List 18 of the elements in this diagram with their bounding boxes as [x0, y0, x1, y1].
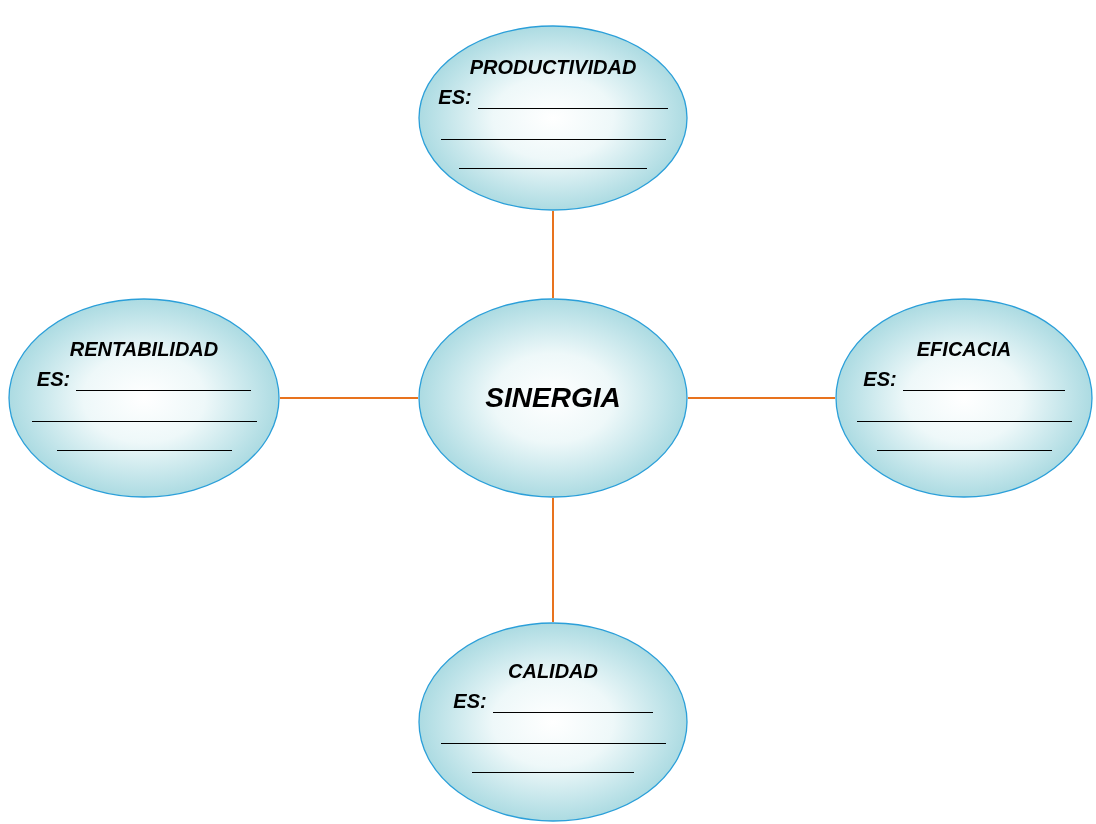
ellipse-node [8, 298, 280, 498]
node-title: CALIDAD [508, 659, 598, 683]
connector-line [687, 397, 836, 399]
prompt-label: ES: [453, 689, 487, 713]
prompt-label: ES: [863, 367, 897, 391]
prompt-label: ES: [36, 367, 71, 391]
connector-line [552, 497, 554, 623]
ellipse-node [418, 298, 688, 498]
node-title: RENTABILIDAD [69, 337, 219, 361]
connector-line [552, 210, 554, 299]
ellipse-node [835, 298, 1093, 498]
prompt-label: ES: [438, 85, 472, 109]
node-title: EFICACIA [916, 337, 1012, 361]
node-title: PRODUCTIVIDAD [469, 55, 637, 79]
connector-line [279, 397, 419, 399]
ellipse-node [418, 25, 688, 211]
ellipse-node [418, 622, 688, 822]
node-title: SINERGIA [485, 386, 621, 410]
